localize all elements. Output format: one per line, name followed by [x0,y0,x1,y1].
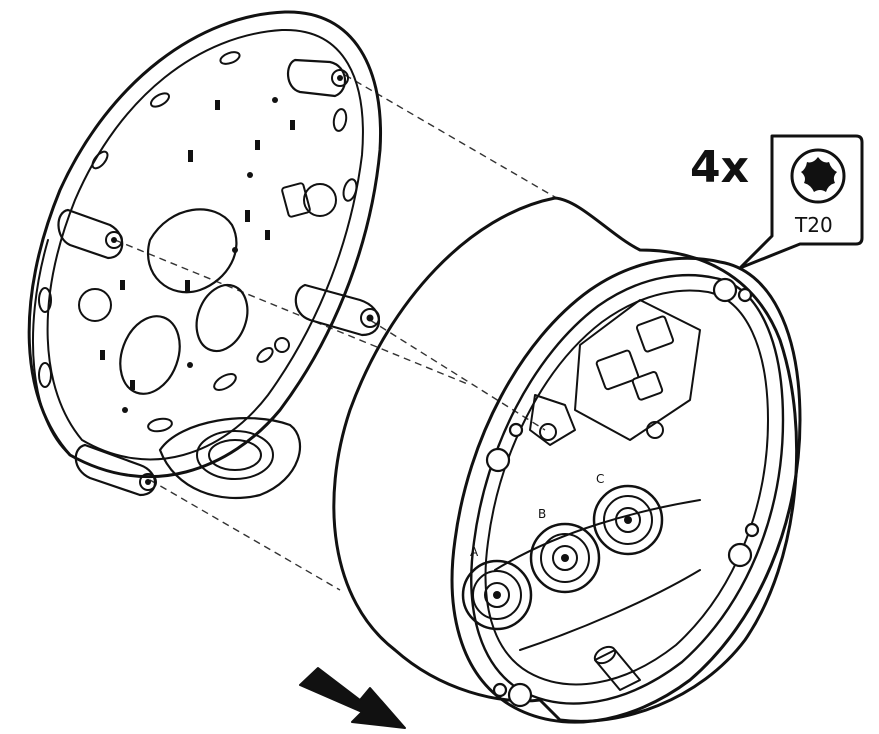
direction-arrow [299,667,406,729]
alignment-lines [114,74,561,591]
tool-size-label: T20 [794,213,833,237]
torx-icon [790,148,846,204]
cable-gland-c [592,484,664,556]
gland-label-a: A [470,545,479,559]
back-box-housing: A B C [332,196,802,724]
callout-box [738,134,864,270]
gland-label-c: C [596,472,604,486]
mounting-plate [27,10,383,500]
gland-label-b: B [538,507,546,521]
tool-callout: 4x T20 [690,134,864,270]
cable-gland-b [529,522,601,594]
cable-gland-a [461,559,533,631]
screw-quantity: 4x [690,142,749,193]
